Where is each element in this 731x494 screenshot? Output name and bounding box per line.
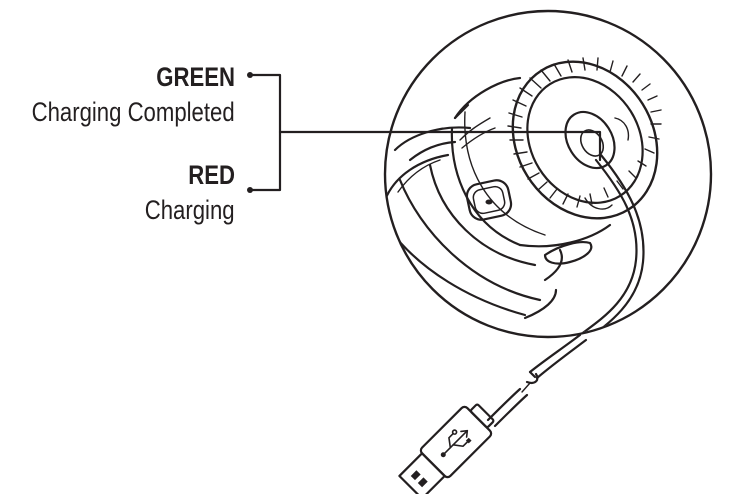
- callout-bracket: [247, 72, 602, 193]
- red-indicator-description: Charging: [145, 195, 235, 225]
- usb-plug: [398, 403, 495, 494]
- green-indicator-title: GREEN: [156, 62, 235, 92]
- magnifier-circle: [383, 9, 713, 339]
- usb-cable: [486, 333, 588, 428]
- cable-inside: [578, 158, 638, 336]
- green-indicator-description: Charging Completed: [31, 97, 235, 127]
- charging-port: [564, 110, 616, 170]
- usb-symbol-icon: [440, 429, 472, 458]
- led-window: [543, 241, 593, 265]
- lamp-body: [386, 57, 662, 336]
- usb-connector: [398, 452, 446, 494]
- callout-bracket-line: [248, 73, 282, 192]
- callout-pointer-line: [278, 130, 602, 162]
- power-button: [465, 179, 513, 221]
- red-indicator-title: RED: [188, 160, 235, 190]
